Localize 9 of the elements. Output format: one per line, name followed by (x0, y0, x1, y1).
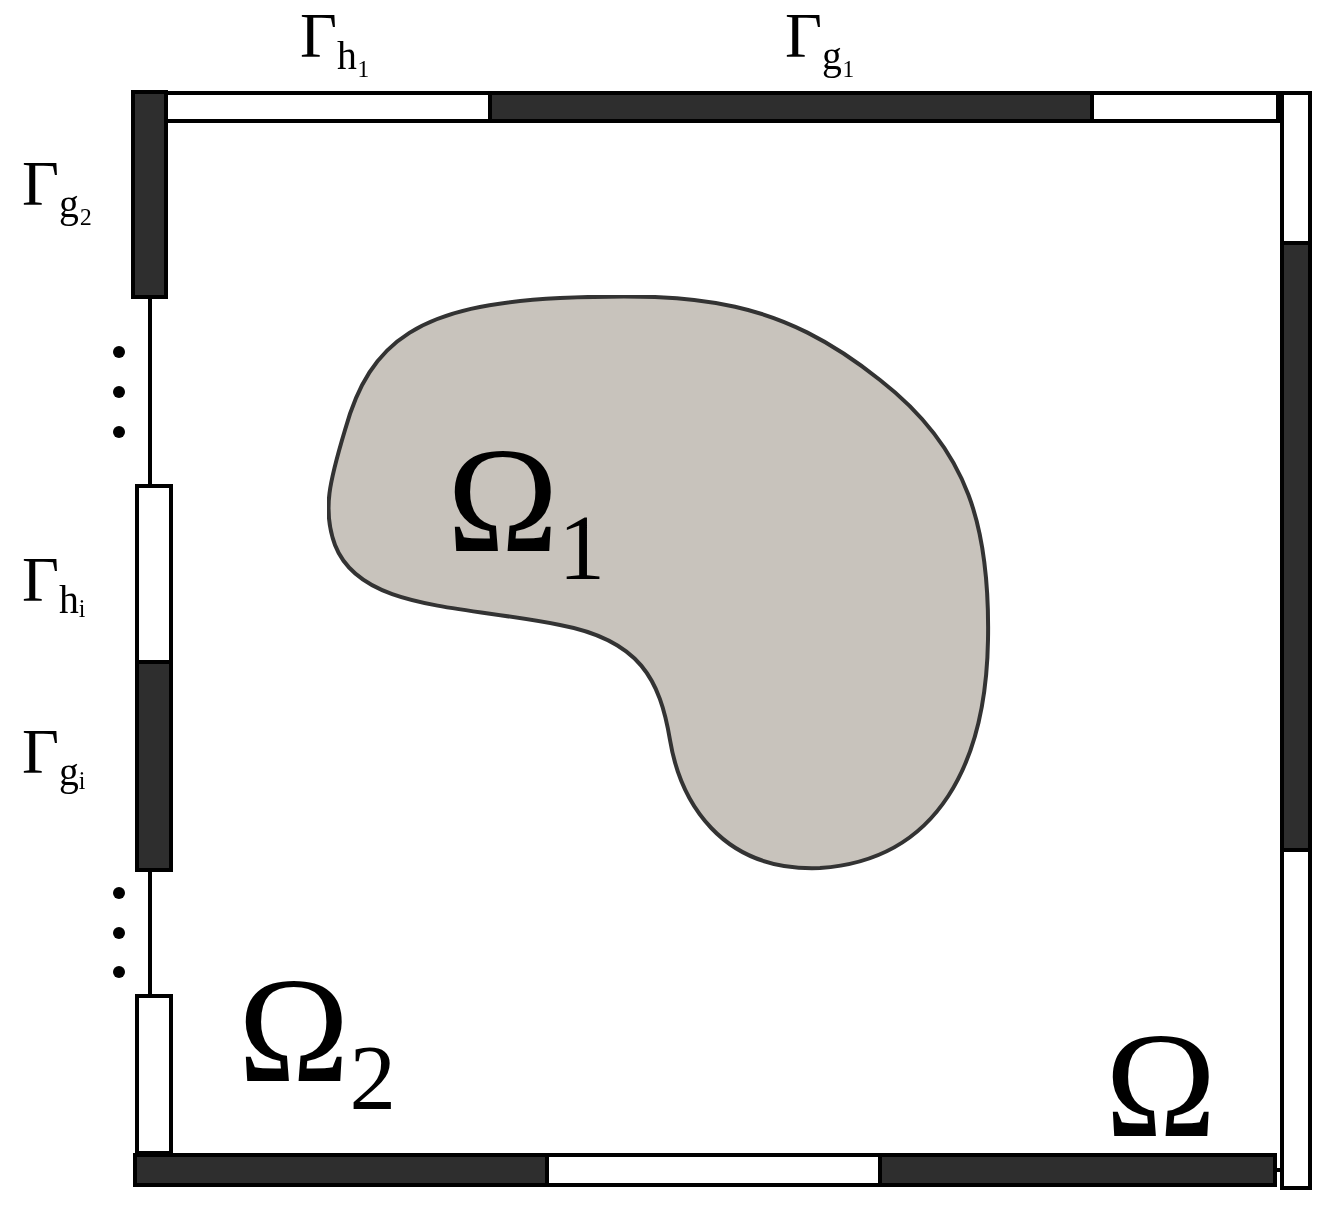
boundary-label: Γ$_{g₁}$ (785, 4, 856, 77)
region-label: Ω$_{2}$ (238, 955, 396, 1124)
domain-label: Ω (1105, 1010, 1217, 1160)
subdomain-shape (327, 295, 992, 873)
boundary-label: Γ$_{hᵢ}$ (22, 548, 86, 621)
boundary-label: Γ$_{gᵢ}$ (22, 720, 86, 793)
boundary-label: Γ$_{g₂}$ (22, 152, 93, 225)
subdomain-label: Ω$_{1}$ (447, 425, 605, 594)
boundary-label: Γ$_{h₁}$ (300, 4, 371, 77)
